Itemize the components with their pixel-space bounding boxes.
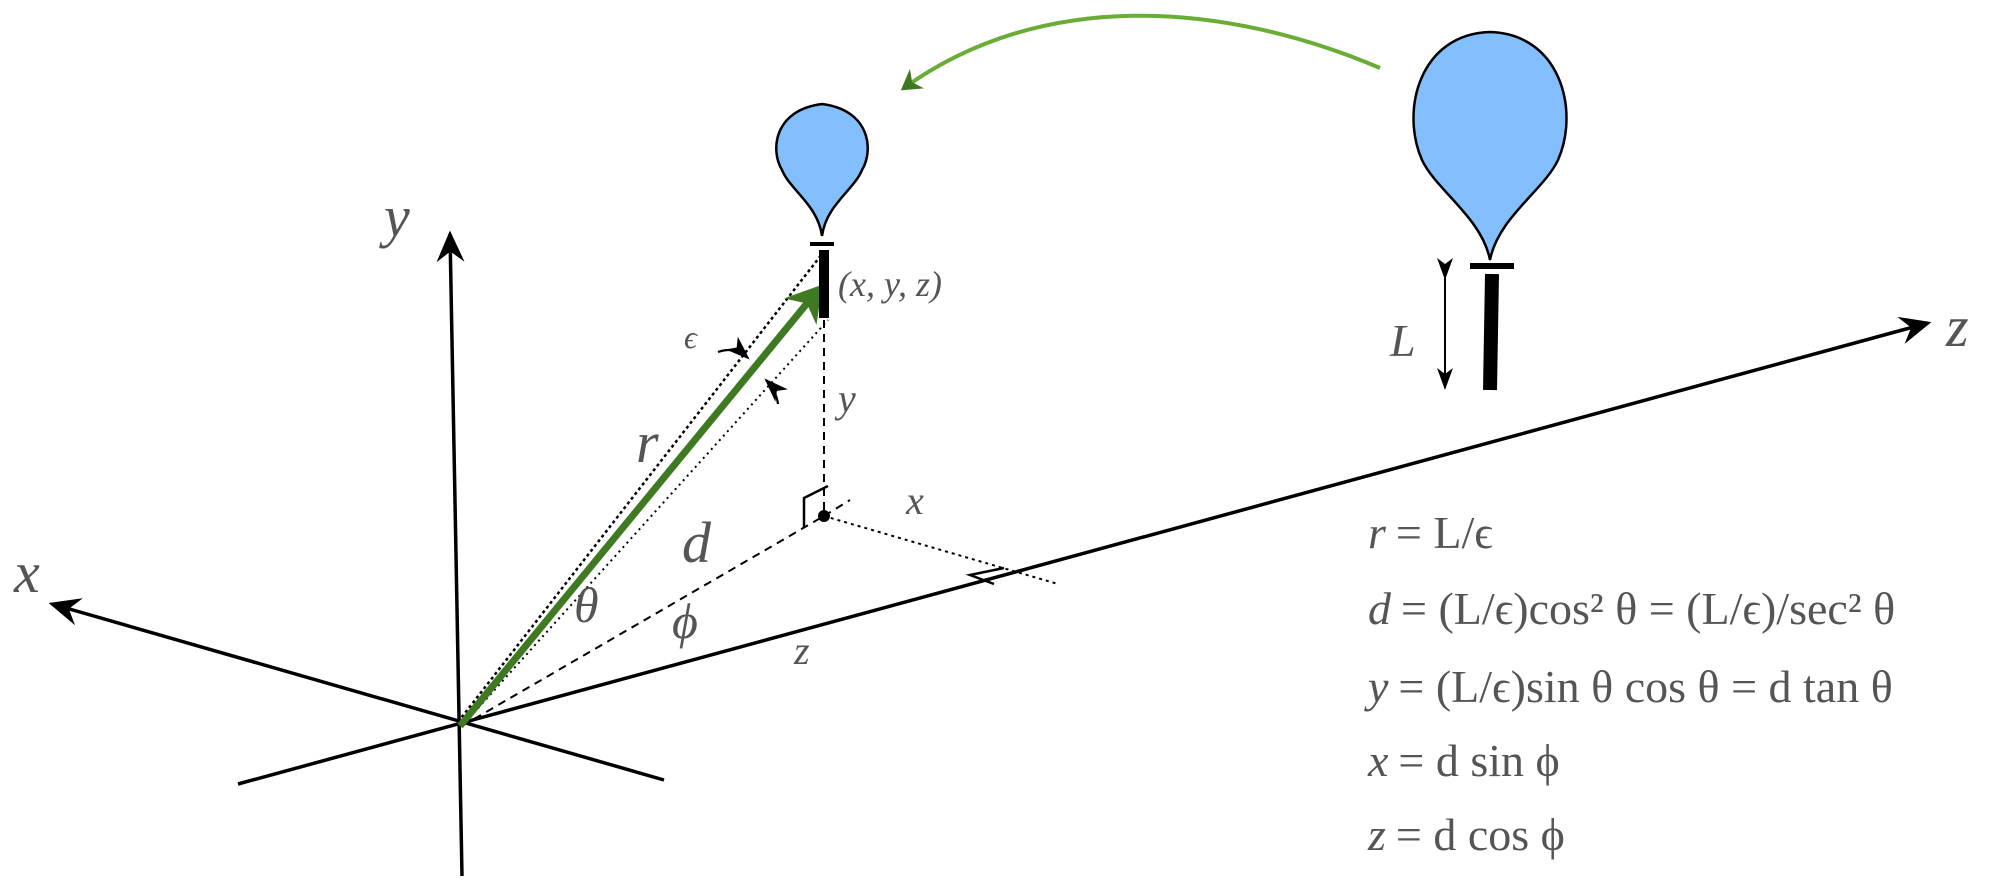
r-label: r	[636, 410, 659, 475]
x-projection-label: x	[905, 478, 924, 523]
balloon-large-payload	[1483, 273, 1499, 391]
d-dashed-line	[461, 515, 825, 727]
epsilon-label: ϵ	[684, 319, 698, 355]
equations: r= L/ϵ d= (L/ϵ)cos² θ = (L/ϵ)/sec² θ y= …	[1364, 507, 1895, 860]
phi-label: ϕ	[672, 593, 698, 649]
equation-x: x= d sin ϕ	[1367, 735, 1560, 786]
position-vector-r	[457, 284, 823, 729]
z-axis-label: z	[1945, 294, 1969, 359]
length-label: L	[1389, 315, 1416, 366]
epsilon-dashed-line	[457, 253, 823, 723]
right-angle-marker-top	[802, 484, 829, 528]
equation-z: z= d cos ϕ	[1367, 809, 1565, 860]
theta-label: θ	[574, 577, 599, 633]
point-label: (x, y, z)	[838, 264, 942, 304]
y-axis-label: y	[379, 184, 410, 249]
z-axis	[237, 316, 1932, 786]
y-axis	[436, 230, 465, 877]
angle-epsilon-arrow	[764, 378, 788, 405]
y-projection-label: y	[834, 376, 856, 421]
x-dotted-line	[823, 515, 1059, 585]
right-angle-marker-z	[965, 566, 1005, 586]
epsilon-pointer-arrow	[717, 336, 750, 360]
construction-lines	[457, 253, 1059, 727]
z-projection-label: z	[793, 628, 810, 673]
balloon-small-envelope	[775, 102, 869, 237]
equation-r: r= L/ϵ	[1368, 507, 1493, 558]
equation-y: y= (L/ϵ)sin θ cos θ = d tan θ	[1364, 661, 1893, 712]
x-axis-label: x	[13, 540, 40, 605]
d-label: d	[682, 510, 712, 575]
x-axis	[48, 598, 665, 782]
r-dotted-line	[461, 319, 829, 727]
scaling-curved-arrow	[900, 13, 1381, 91]
balloon-large-envelope	[1412, 30, 1568, 261]
projection-point	[818, 510, 830, 522]
balloon-small	[775, 102, 869, 318]
equation-d: d= (L/ϵ)cos² θ = (L/ϵ)/sec² θ	[1368, 583, 1895, 634]
axes	[48, 230, 1932, 877]
balloon-large	[1412, 30, 1568, 391]
